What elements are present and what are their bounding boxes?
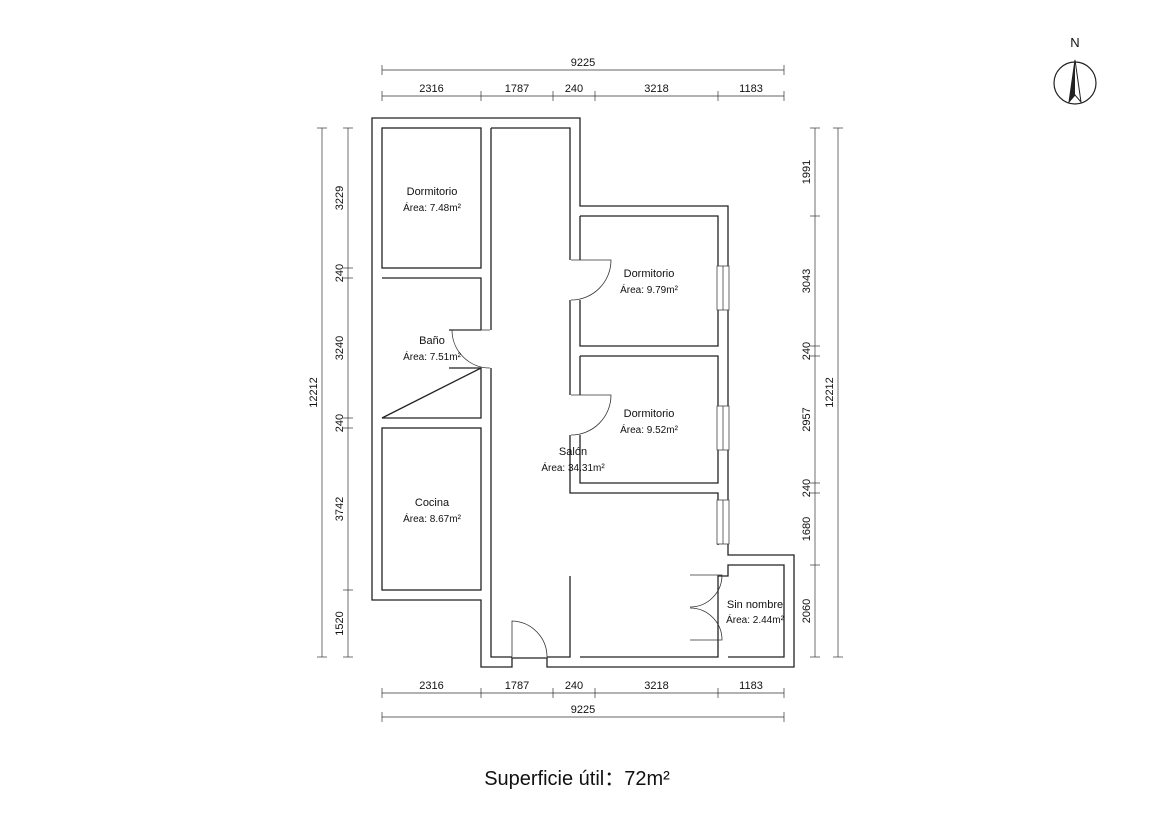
dim-top-label: 2316 bbox=[419, 83, 443, 95]
room-area: Área: 9.52m² bbox=[620, 423, 678, 436]
door-dormitorio-3 bbox=[570, 394, 612, 436]
dim-right-label: 2957 bbox=[801, 407, 813, 431]
plan-caption: Superficie útil：72m² bbox=[484, 768, 670, 790]
door-dormitorio-2 bbox=[570, 259, 612, 301]
dim-right-label: 3043 bbox=[801, 269, 813, 293]
dim-left-label: 3742 bbox=[334, 497, 346, 521]
dim-left-label: 1520 bbox=[334, 611, 346, 635]
dim-left-label: 3240 bbox=[334, 336, 346, 360]
room-name: Salón bbox=[559, 446, 587, 458]
dim-right-label: 1991 bbox=[801, 160, 813, 184]
dim-top-total-label: 9225 bbox=[571, 57, 595, 69]
door-bano bbox=[451, 329, 491, 369]
dim-bottom-label: 240 bbox=[565, 680, 583, 692]
room-name: Dormitorio bbox=[624, 268, 675, 280]
room-labels: Dormitorio Área: 7.48m² Baño Área: 7.51m… bbox=[403, 186, 784, 626]
north-label: N bbox=[1070, 35, 1079, 50]
room-area: Área: 9.79m² bbox=[620, 283, 678, 296]
dim-right-label: 240 bbox=[801, 342, 813, 360]
room-area: Área: 7.51m² bbox=[403, 350, 461, 363]
dim-right-total-label: 12212 bbox=[824, 377, 836, 408]
dim-top-label: 1787 bbox=[505, 83, 529, 95]
dim-right-label: 1680 bbox=[801, 517, 813, 541]
dim-bottom-total-label: 9225 bbox=[571, 704, 595, 716]
dimension-lines: 9225 2316 1787 240 3218 1183 2316 1787 240 3218 11… bbox=[308, 57, 843, 722]
dim-left-label: 240 bbox=[334, 264, 346, 282]
room-name: Cocina bbox=[415, 497, 450, 509]
compass-arrow-fill-icon bbox=[1069, 60, 1075, 102]
dim-left-total-label: 12212 bbox=[308, 377, 320, 408]
door-sin-nombre-top bbox=[689, 574, 723, 608]
room-name: Dormitorio bbox=[624, 408, 675, 420]
room-box-cocina bbox=[381, 427, 482, 591]
windows bbox=[716, 265, 730, 545]
dim-bottom-label: 1787 bbox=[505, 680, 529, 692]
dim-bottom-label: 2316 bbox=[419, 680, 443, 692]
walls bbox=[371, 117, 795, 668]
room-box-dormitorio-2 bbox=[579, 215, 719, 347]
room-area: Área: 7.48m² bbox=[403, 201, 461, 214]
room-area: Área: 8.67m² bbox=[403, 512, 461, 525]
room-box-dormitorio-1 bbox=[381, 127, 482, 269]
dim-top-label: 3218 bbox=[644, 83, 668, 95]
dim-right-label: 2060 bbox=[801, 599, 813, 623]
corridor-wall-bottom bbox=[547, 576, 571, 658]
dim-top-label: 240 bbox=[565, 83, 583, 95]
left-corridor-wall-low bbox=[490, 368, 512, 658]
room-name: Sin nombre bbox=[727, 599, 783, 611]
room-name: Baño bbox=[419, 335, 445, 347]
dim-left-label: 3229 bbox=[334, 186, 346, 210]
exterior-wall-outer bbox=[371, 117, 795, 668]
dim-top-label: 1183 bbox=[739, 83, 763, 95]
room-area: Área: 34.31m² bbox=[541, 461, 605, 474]
room-name: Dormitorio bbox=[407, 186, 458, 198]
dim-right-label: 240 bbox=[801, 479, 813, 497]
room-box-dormitorio-3 bbox=[579, 355, 719, 484]
room-box-bano bbox=[381, 277, 482, 419]
room-box-sin-nombre bbox=[580, 564, 785, 658]
dim-bottom-label: 3218 bbox=[644, 680, 668, 692]
dim-bottom-label: 1183 bbox=[739, 680, 763, 692]
door-entrance bbox=[511, 620, 548, 658]
corridor-wall-low bbox=[569, 435, 719, 545]
door-sin-nombre-bottom bbox=[689, 607, 723, 641]
corridor-wall bbox=[491, 127, 571, 260]
dim-left-label: 240 bbox=[334, 414, 346, 432]
doors bbox=[451, 259, 723, 658]
north-compass: N bbox=[1053, 35, 1097, 105]
room-area: Área: 2.44m² bbox=[726, 613, 784, 626]
